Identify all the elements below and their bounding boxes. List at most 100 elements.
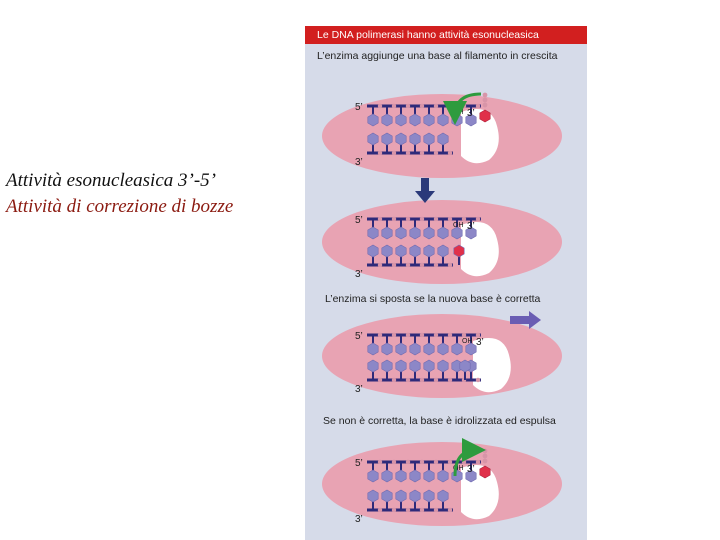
caption-exonuclease-activity: Attività esonucleasica 3’-5’ bbox=[6, 170, 216, 192]
phosphate bbox=[378, 378, 382, 382]
template-base bbox=[438, 227, 448, 239]
phosphate bbox=[406, 217, 410, 221]
phosphate bbox=[392, 151, 396, 155]
phosphate bbox=[420, 217, 424, 221]
new-strand-base bbox=[438, 490, 448, 502]
new-strand-base bbox=[424, 245, 434, 257]
new-strand-base bbox=[368, 360, 378, 372]
phosphate bbox=[476, 378, 480, 382]
phosphate bbox=[448, 151, 452, 155]
template-base bbox=[396, 470, 406, 482]
template-base bbox=[452, 343, 462, 355]
new-strand-base bbox=[438, 133, 448, 145]
added-base bbox=[454, 245, 464, 257]
phosphate bbox=[434, 217, 438, 221]
five-prime-label: 5’ bbox=[355, 458, 363, 469]
phosphate bbox=[392, 217, 396, 221]
three-prime-label: 3’ bbox=[355, 269, 363, 280]
phosphate bbox=[406, 378, 410, 382]
growing-end-3prime-label: 3’ bbox=[476, 337, 484, 348]
template-base bbox=[396, 343, 406, 355]
phosphate bbox=[392, 460, 396, 464]
phosphate bbox=[434, 508, 438, 512]
template-base bbox=[396, 114, 406, 126]
template-base bbox=[368, 470, 378, 482]
phosphate bbox=[434, 333, 438, 337]
three-prime-label: 3’ bbox=[355, 514, 363, 525]
template-base bbox=[368, 343, 378, 355]
phosphate bbox=[483, 98, 488, 103]
dna-polymerase-figure: Le DNA polimerasi hanno attività esonucl… bbox=[305, 26, 587, 540]
added-base bbox=[460, 360, 470, 372]
phosphate bbox=[434, 378, 438, 382]
phosphate bbox=[448, 104, 452, 108]
caption-proofreading-activity: Attività di correzione di bozze bbox=[6, 196, 233, 218]
new-strand-base bbox=[382, 490, 392, 502]
phosphate bbox=[448, 333, 452, 337]
hydroxyl-label: OH bbox=[462, 338, 473, 345]
phosphate bbox=[406, 104, 410, 108]
phosphate bbox=[434, 263, 438, 267]
free-nucleotide bbox=[480, 110, 490, 122]
new-strand-base bbox=[368, 490, 378, 502]
phosphate bbox=[378, 151, 382, 155]
template-base bbox=[368, 114, 378, 126]
new-strand-base bbox=[382, 133, 392, 145]
phosphate bbox=[420, 263, 424, 267]
template-base bbox=[382, 227, 392, 239]
template-base bbox=[424, 227, 434, 239]
new-strand-base bbox=[368, 133, 378, 145]
template-base bbox=[438, 343, 448, 355]
phosphate bbox=[483, 449, 488, 454]
phosphate bbox=[378, 460, 382, 464]
new-strand-base bbox=[382, 360, 392, 372]
new-strand-base bbox=[410, 360, 420, 372]
new-strand-base bbox=[382, 245, 392, 257]
new-strand-base bbox=[396, 133, 406, 145]
phosphate bbox=[378, 263, 382, 267]
template-base bbox=[410, 343, 420, 355]
phosphate bbox=[406, 508, 410, 512]
phosphate bbox=[406, 460, 410, 464]
free-nucleotide bbox=[480, 466, 490, 478]
new-strand-base bbox=[396, 245, 406, 257]
growing-end-3prime-label: 3’ bbox=[467, 464, 475, 475]
phosphate bbox=[406, 263, 410, 267]
phosphate bbox=[476, 104, 480, 108]
growing-end-3prime-label: 3’ bbox=[467, 221, 475, 232]
new-strand-base bbox=[424, 490, 434, 502]
phosphate bbox=[476, 217, 480, 221]
phosphate bbox=[378, 508, 382, 512]
phosphate bbox=[434, 151, 438, 155]
phosphate bbox=[420, 378, 424, 382]
phosphate bbox=[420, 460, 424, 464]
template-base bbox=[382, 343, 392, 355]
phosphate bbox=[392, 333, 396, 337]
five-prime-label: 5’ bbox=[355, 102, 363, 113]
template-base bbox=[396, 227, 406, 239]
phosphate bbox=[406, 151, 410, 155]
phosphate bbox=[483, 103, 488, 108]
phosphate bbox=[476, 460, 480, 464]
phosphate bbox=[392, 508, 396, 512]
three-prime-label: 3’ bbox=[355, 157, 363, 168]
phosphate bbox=[483, 454, 488, 459]
new-strand-base bbox=[396, 490, 406, 502]
phosphate bbox=[420, 104, 424, 108]
template-base bbox=[424, 343, 434, 355]
hydroxyl-label: OH bbox=[453, 222, 464, 229]
phosphate bbox=[434, 460, 438, 464]
new-strand-base bbox=[396, 360, 406, 372]
phosphate bbox=[378, 333, 382, 337]
template-base bbox=[424, 114, 434, 126]
phosphate bbox=[462, 217, 466, 221]
template-base bbox=[424, 470, 434, 482]
phosphate bbox=[462, 333, 466, 337]
phosphate bbox=[483, 93, 488, 98]
five-prime-label: 5’ bbox=[355, 331, 363, 342]
down-arrow-icon bbox=[415, 178, 435, 203]
new-strand-base bbox=[424, 133, 434, 145]
phosphate bbox=[392, 378, 396, 382]
